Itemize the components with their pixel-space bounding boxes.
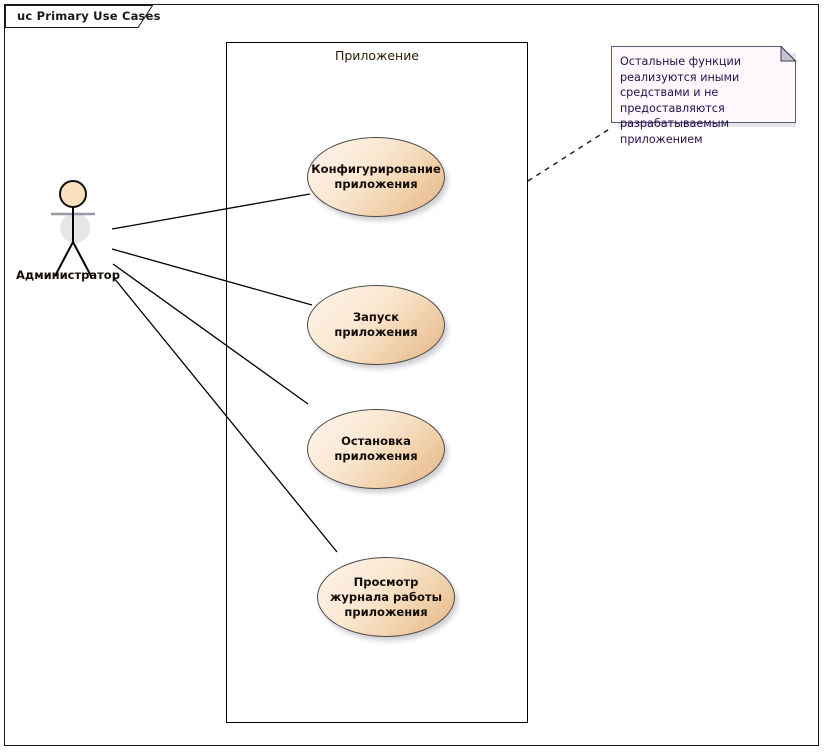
diagram-title-tab: uc Primary Use Cases	[5, 5, 160, 28]
usecase-configure[interactable]: Конфигурирование приложения	[307, 137, 445, 217]
usecase-label: Запуск приложения	[334, 310, 418, 339]
actor-leg-right-icon	[72, 241, 92, 277]
usecase-stop[interactable]: Остановка приложения	[307, 409, 445, 489]
note-text: Остальные функции реализуются иными сред…	[620, 55, 742, 146]
actor-administrator[interactable]	[36, 180, 110, 290]
diagram-title: uc Primary Use Cases	[17, 9, 161, 23]
usecase-view-log[interactable]: Просмотр журнала работы приложения	[317, 557, 455, 637]
usecase-label: Конфигурирование приложения	[311, 162, 441, 191]
actor-label: Администратор	[16, 268, 120, 282]
system-boundary-label: Приложение	[334, 48, 420, 63]
usecase-label: Просмотр журнала работы приложения	[329, 574, 443, 619]
note-folded-corner-icon	[780, 46, 797, 62]
usecase-label: Остановка приложения	[334, 434, 418, 463]
actor-head-icon	[59, 180, 87, 208]
note-box: Остальные функции реализуются иными сред…	[611, 46, 797, 146]
usecase-start[interactable]: Запуск приложения	[307, 285, 445, 365]
actor-leg-left-icon	[54, 241, 74, 277]
